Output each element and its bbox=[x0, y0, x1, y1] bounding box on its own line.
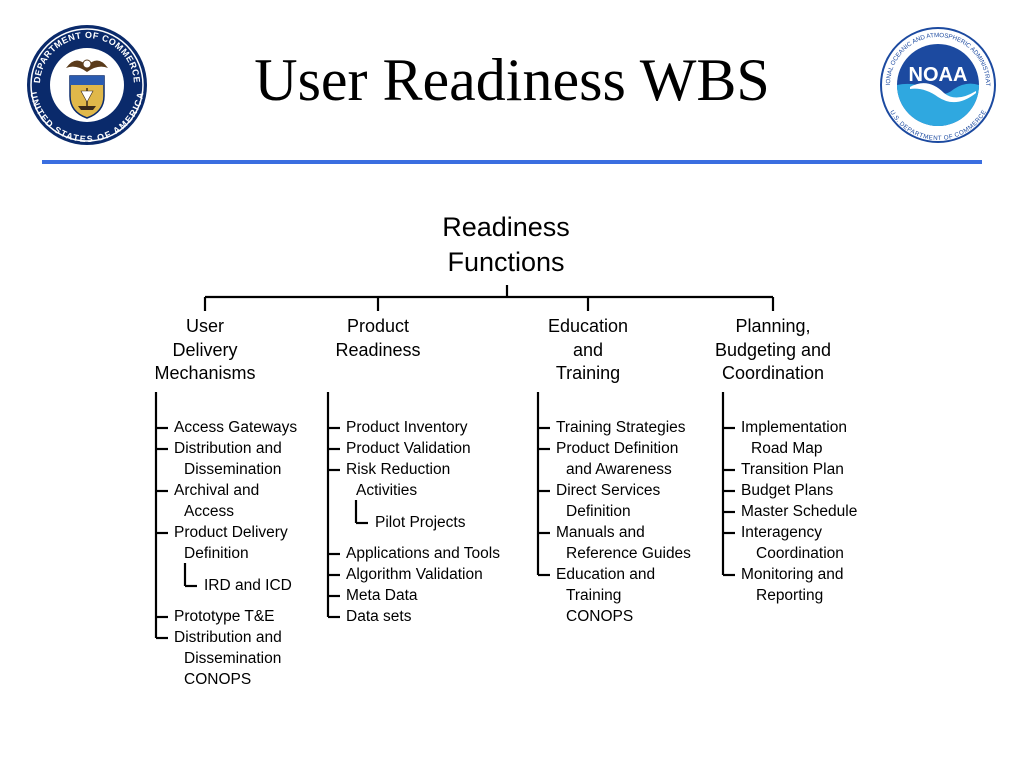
wbs-item: Product Definition and Awareness bbox=[556, 438, 678, 480]
wbs-item-line: Transition Plan bbox=[741, 461, 844, 478]
wbs-item-line: IRD and ICD bbox=[204, 577, 292, 594]
wbs-item: Meta Data bbox=[346, 585, 418, 606]
root-label-line-1: Readiness bbox=[442, 212, 570, 242]
wbs-item-line: Access bbox=[184, 503, 234, 520]
root-node: Readiness Functions bbox=[406, 210, 606, 280]
wbs-item-line: CONOPS bbox=[566, 608, 634, 625]
wbs-item: Data sets bbox=[346, 606, 411, 627]
wbs-item-line: Algorithm Validation bbox=[346, 566, 483, 583]
wbs-item: Master Schedule bbox=[741, 501, 857, 522]
page-title: User Readiness WBS bbox=[254, 47, 770, 113]
title-divider bbox=[42, 160, 982, 164]
column-heading-line: Budgeting and bbox=[714, 339, 832, 360]
wbs-item-line: Product Definition bbox=[556, 440, 679, 457]
wbs-item-line: Product Delivery bbox=[174, 524, 288, 541]
wbs-item-line: Coordination bbox=[756, 545, 844, 562]
wbs-item-line: Meta Data bbox=[346, 587, 418, 604]
wbs-item: Applications and Tools bbox=[346, 543, 500, 564]
wbs-item-line: Budget Plans bbox=[741, 482, 834, 499]
column-heading-line: Education bbox=[547, 316, 629, 336]
wbs-item-line: Reporting bbox=[756, 587, 824, 604]
column-heading-line: and bbox=[572, 339, 604, 360]
noaa-logo: NOAA NATIONAL OCEANIC AND ATMOSPHERIC AD… bbox=[880, 27, 996, 143]
column-heading-line: Planning, bbox=[735, 316, 811, 336]
wbs-item-line: Product Validation bbox=[346, 440, 471, 457]
wbs-item: Algorithm Validation bbox=[346, 564, 483, 585]
wbs-item-line: Distribution and bbox=[174, 629, 282, 646]
wbs-item-line: Direct Services bbox=[556, 482, 661, 499]
wbs-item: Prototype T&E bbox=[174, 606, 275, 627]
wbs-item: Access Gateways bbox=[174, 417, 297, 438]
wbs-item: Transition Plan bbox=[741, 459, 844, 480]
wbs-item-line: Data sets bbox=[346, 608, 412, 625]
column-heading-line: User bbox=[185, 316, 224, 336]
wbs-item-line: Pilot Projects bbox=[375, 514, 466, 531]
wbs-subitem: Pilot Projects bbox=[375, 512, 465, 533]
wbs-item-line: Training Strategies bbox=[556, 419, 686, 436]
column-heading-line: Delivery bbox=[172, 339, 238, 360]
column-heading-line: Training bbox=[555, 363, 621, 383]
wbs-item-line: Prototype T&E bbox=[174, 608, 275, 625]
wbs-item-line: Interagency bbox=[741, 524, 822, 541]
wbs-item-line: Dissemination bbox=[184, 650, 282, 667]
svg-text:NOAA: NOAA bbox=[909, 64, 968, 86]
commerce-seal: DEPARTMENT OF COMMERCE UNITED STATES OF … bbox=[27, 25, 147, 145]
wbs-item-line: Manuals and bbox=[556, 524, 645, 541]
wbs-item-line: Dissemination bbox=[184, 461, 282, 478]
wbs-item-line: Implementation bbox=[741, 419, 847, 436]
wbs-item: Training Strategies bbox=[556, 417, 686, 438]
wbs-item-line: Definition bbox=[184, 545, 249, 562]
column-heading-line: Mechanisms bbox=[154, 363, 256, 383]
wbs-item-line: Training bbox=[566, 587, 622, 604]
wbs-item-line: Applications and Tools bbox=[346, 545, 500, 562]
wbs-item-line: Education and bbox=[556, 566, 656, 583]
wbs-item-line: Definition bbox=[566, 503, 631, 520]
wbs-item: Product Validation bbox=[346, 438, 471, 459]
root-label-line-2: Functions bbox=[447, 247, 565, 277]
wbs-item-line: Activities bbox=[356, 482, 418, 499]
column-heading-line: Readiness bbox=[335, 339, 421, 360]
wbs-item: Product Inventory bbox=[346, 417, 467, 438]
column-heading-line: Product bbox=[346, 316, 410, 336]
wbs-item-line: Road Map bbox=[751, 440, 823, 457]
wbs-item-line: Distribution and bbox=[174, 440, 282, 457]
wbs-item-line: Access Gateways bbox=[174, 419, 298, 436]
wbs-item-line: Master Schedule bbox=[741, 503, 858, 520]
wbs-item: Budget Plans bbox=[741, 480, 833, 501]
column-heading-line: Coordination bbox=[721, 363, 825, 383]
wbs-item-line: Monitoring and bbox=[741, 566, 844, 583]
wbs-item-line: Reference Guides bbox=[566, 545, 691, 562]
wbs-item-line: and Awareness bbox=[566, 461, 672, 478]
wbs-item-line: Product Inventory bbox=[346, 419, 468, 436]
wbs-subitem: IRD and ICD bbox=[204, 575, 292, 596]
wbs-item-line: CONOPS bbox=[184, 671, 252, 688]
wbs-item-line: Archival and bbox=[174, 482, 260, 499]
wbs-item-line: Risk Reduction bbox=[346, 461, 451, 478]
